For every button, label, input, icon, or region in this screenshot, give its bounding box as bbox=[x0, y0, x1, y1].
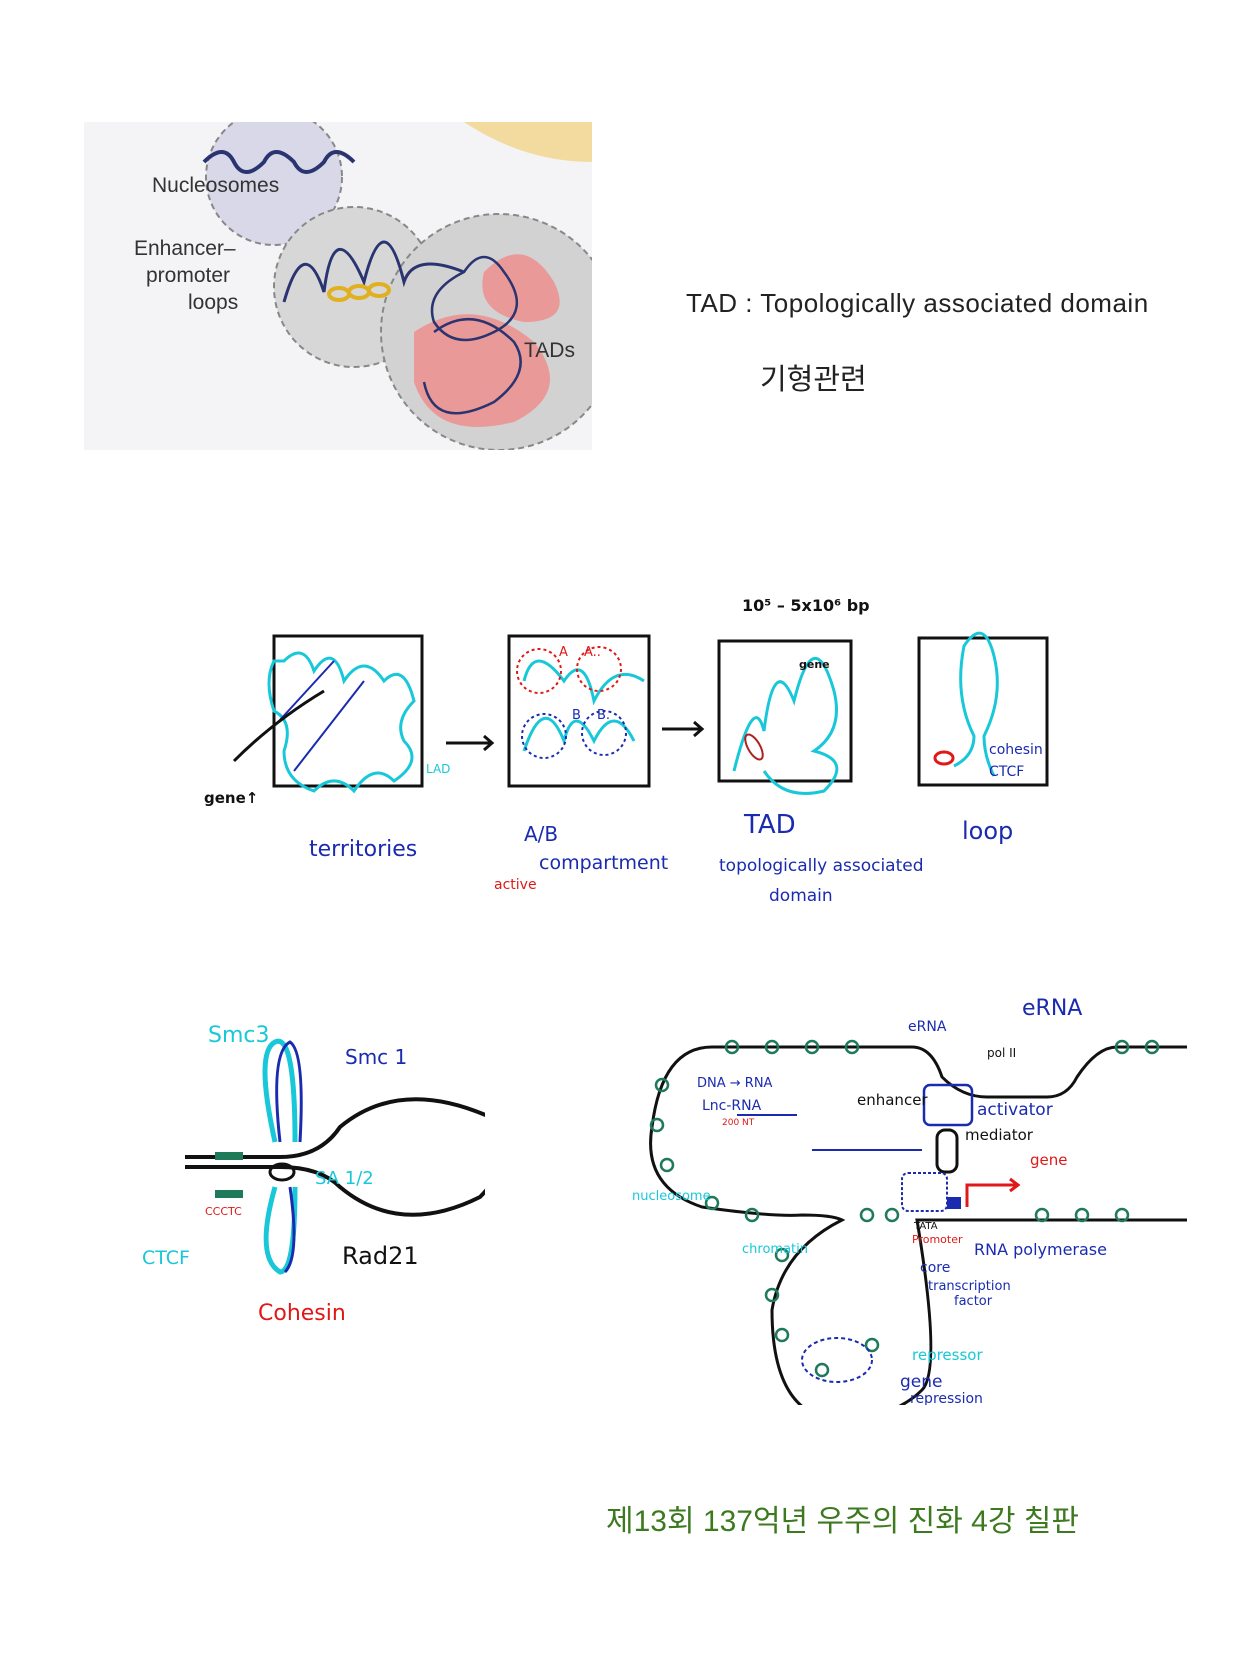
tads-label: TADs bbox=[524, 339, 575, 362]
a-label-1: A bbox=[559, 645, 568, 660]
caption-tad: TAD bbox=[743, 810, 796, 840]
caption-loop: loop bbox=[962, 817, 1013, 845]
cohesin-sketch: Smc3 Smc 1 SA 1/2 CCCTC CTCF Rad21 Cohes… bbox=[130, 1012, 485, 1335]
gene-arrow-label: gene↑ bbox=[204, 789, 258, 807]
core-label-3: factor bbox=[954, 1294, 993, 1309]
transcription-regulation-sketch: eRNA eRNA pol II DNA → RNA Lnc-RNA 200 N… bbox=[622, 975, 1187, 1405]
ctcf-label: CTCF bbox=[989, 764, 1024, 780]
smc1-label: Smc 1 bbox=[345, 1045, 407, 1069]
b-label-2: B. bbox=[597, 708, 610, 723]
activator-label: activator bbox=[977, 1100, 1053, 1120]
promoter-label: Promoter bbox=[912, 1233, 963, 1246]
nucleosome-label: nucleosome bbox=[632, 1189, 711, 1204]
tata-label: TATA bbox=[913, 1221, 938, 1232]
nt-label: 200 NT bbox=[722, 1118, 755, 1128]
sa-label: SA 1/2 bbox=[315, 1168, 374, 1189]
enhancer-label-2: promoter bbox=[146, 264, 230, 287]
ccctc-label: CCCTC bbox=[205, 1205, 242, 1218]
gene-label: gene bbox=[1030, 1151, 1068, 1169]
pol2-label: pol II bbox=[987, 1046, 1016, 1060]
gene-small-label: gene bbox=[799, 658, 830, 671]
caption-active: active bbox=[494, 877, 537, 893]
core-label-2: transcription bbox=[928, 1279, 1011, 1294]
caption-domain: domain bbox=[769, 886, 833, 906]
nucleosomes-label: Nucleosomes bbox=[152, 174, 279, 197]
cohesin-label: Cohesin bbox=[258, 1301, 346, 1326]
enhancer-label: enhancer bbox=[857, 1091, 928, 1109]
enhancer-label-1: Enhancer– bbox=[134, 237, 236, 260]
caption-territories: territories bbox=[309, 837, 417, 862]
korean-note: 기형관련 bbox=[760, 364, 867, 396]
enhancer-label-3: loops bbox=[188, 291, 238, 314]
dna-rna-label: DNA → RNA bbox=[697, 1076, 773, 1091]
chromatin-organization-figure: Nucleosomes Enhancer– promoter loops TAD… bbox=[84, 122, 592, 450]
tad-size-note: 10⁵ – 5x10⁶ bp bbox=[742, 596, 870, 615]
mediator-label: mediator bbox=[965, 1126, 1034, 1144]
cohesin-label: cohesin bbox=[989, 742, 1043, 758]
caption-compartment: compartment bbox=[539, 852, 668, 874]
rad21-label: Rad21 bbox=[342, 1242, 419, 1270]
core-label-1: core bbox=[920, 1260, 950, 1276]
lad-label: LAD bbox=[426, 762, 450, 776]
b-label-1: B bbox=[572, 708, 581, 723]
smc3-label: Smc3 bbox=[208, 1023, 270, 1048]
lnc-rna-label: Lnc-RNA bbox=[702, 1098, 762, 1114]
repressor-label: repressor bbox=[912, 1346, 983, 1364]
erna-small-label: eRNA bbox=[908, 1019, 947, 1035]
a-label-2: A.. bbox=[584, 645, 601, 660]
caption-topologically: topologically associated bbox=[719, 856, 924, 876]
tad-definition: TAD : Topologically associated domain bbox=[686, 288, 1149, 318]
gene-repression-label-2: repression bbox=[910, 1391, 983, 1405]
caption-ab: A/B bbox=[524, 822, 558, 846]
gene-repression-label-1: gene bbox=[900, 1372, 942, 1392]
footer-caption: 제13회 137억년 우주의 진화 4강 칠판 bbox=[606, 1505, 1079, 1538]
ctcf-label: CTCF bbox=[142, 1247, 190, 1269]
chromatin-hierarchy-sketch: 10⁵ – 5x10⁶ bp gene gene↑ LAD A A.. B B.… bbox=[194, 571, 1082, 915]
rna-polymerase-label: RNA polymerase bbox=[974, 1240, 1107, 1259]
chromatin-label: chromatin bbox=[742, 1242, 808, 1257]
erna-large-label: eRNA bbox=[1022, 996, 1082, 1021]
